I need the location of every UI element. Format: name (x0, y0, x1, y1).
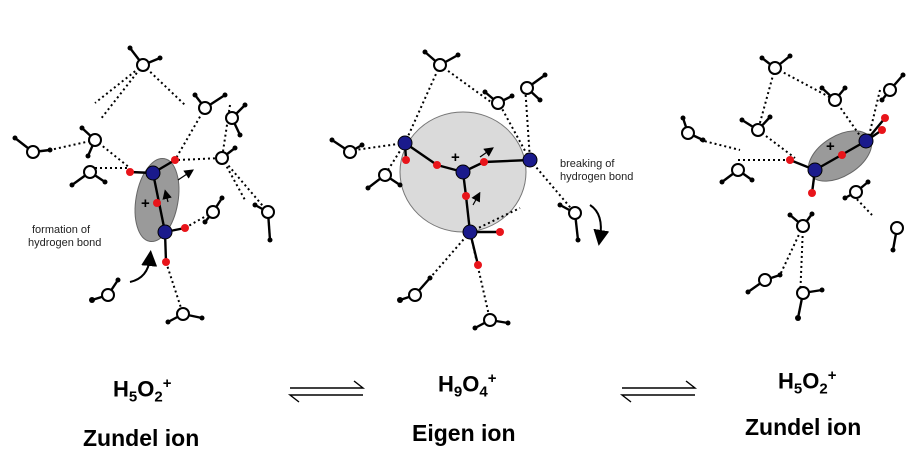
panel-zundel-right: + (680, 53, 906, 321)
formula-zundel-right: H5O2+ (778, 367, 837, 398)
core-oxygen (522, 152, 538, 168)
water-molecules-center (329, 49, 582, 331)
formation-note-line-1: formation of (32, 224, 91, 236)
charge-mark: + (826, 138, 835, 155)
charge-mark: + (141, 195, 150, 212)
core-oxygen (157, 224, 173, 240)
formula-zundel-left: H5O2+ (113, 375, 172, 406)
equilibrium-arrow-left (287, 380, 366, 403)
breaking-note-line-1: breaking of (560, 158, 615, 170)
ion-name-zundel-left: Zundel ion (83, 425, 200, 451)
panel-zundel-left: + formation of hydrogen bond (12, 45, 275, 325)
core-oxygen (462, 224, 478, 240)
zundel-core-right: + (786, 114, 889, 197)
hydrogen-bond-network-right (699, 67, 881, 301)
hydrogen-bond-network-center (354, 64, 576, 321)
breaking-note-line-2: hydrogen bond (560, 171, 633, 183)
formation-arrow (129, 250, 158, 283)
zundel-core-left: + (126, 156, 194, 266)
equilibrium-arrow-right (619, 380, 698, 403)
water-molecules-right (680, 53, 906, 321)
formula-eigen: H9O4+ (438, 370, 497, 401)
core-oxygen (397, 135, 413, 151)
panel-eigen-center: + breaking of hydrogen bond (329, 49, 633, 331)
eigen-core: + (397, 135, 538, 269)
core-oxygen (145, 165, 161, 181)
core-oxygen (858, 133, 874, 149)
ion-name-eigen: Eigen ion (412, 420, 516, 446)
core-oxygen (807, 162, 823, 178)
hydrogen-bond-network-left (49, 64, 269, 315)
charge-mark: + (451, 149, 460, 166)
formation-note-line-2: hydrogen bond (28, 237, 101, 249)
ion-name-zundel-right: Zundel ion (745, 414, 862, 440)
core-oxygen (455, 164, 471, 180)
water-molecules-left (12, 45, 275, 325)
breaking-arrow (589, 204, 610, 246)
